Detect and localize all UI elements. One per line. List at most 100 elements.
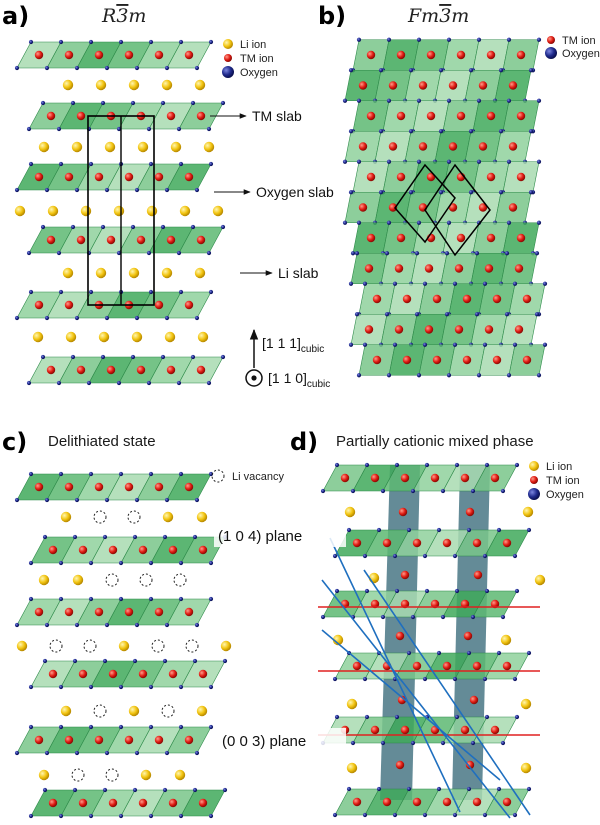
oxygen-ion (362, 553, 368, 559)
oxygen-ion (496, 527, 502, 533)
oxygen-ion (194, 315, 200, 321)
li-vacancy (71, 768, 85, 782)
tm-slab-label: TM slab (252, 108, 302, 124)
tm-ion (46, 235, 56, 245)
cubic-cell (424, 163, 491, 257)
oxygen-ion (348, 281, 354, 286)
legend-b-oxygen: Oxygen (562, 48, 600, 60)
oxygen-ion (104, 622, 110, 628)
oxygen-ion (134, 497, 140, 503)
oxygen-ion (438, 68, 444, 73)
oxygen-ion (416, 159, 422, 164)
oxygen-ion (452, 676, 458, 682)
tm-ion (382, 538, 392, 548)
tm-ion (48, 798, 58, 808)
tm-ion (108, 545, 118, 555)
oxygen-ion (160, 100, 166, 106)
oxygen-ion (506, 220, 512, 225)
tm-ion (448, 203, 458, 212)
tm-ion (154, 607, 164, 617)
tm-ion (358, 81, 368, 90)
oxygen-ion (118, 471, 124, 477)
oxygen-ion (440, 614, 446, 620)
tm-ion (370, 473, 380, 483)
oxygen-ion (190, 100, 196, 106)
oxygen-ion (436, 650, 442, 656)
li-ion (164, 331, 176, 343)
tm-ion (418, 81, 428, 90)
oxygen-ion (378, 190, 384, 195)
plane-104-line (321, 629, 501, 781)
oxygen-slab-label: Oxygen slab (256, 184, 334, 200)
oxygen-ion (444, 251, 450, 256)
tm-ion (442, 661, 452, 671)
oxygen-ion (500, 614, 506, 620)
tm-ion (48, 669, 58, 679)
oxygen-ion (468, 129, 474, 134)
oxygen-ion (14, 497, 20, 503)
tm-ion (478, 142, 488, 151)
tm-ion (426, 111, 436, 121)
oxygen-ion (74, 65, 80, 71)
oxygen-ion (28, 684, 34, 690)
oxygen-ion (116, 126, 122, 132)
plane-003-label: (0 0 3) plane (222, 733, 306, 750)
oxygen-ion (380, 740, 386, 746)
oxygen-ion (470, 740, 476, 746)
oxygen-ion (116, 380, 122, 386)
oxygen-ion (72, 658, 78, 664)
oxygen-ion (70, 354, 76, 360)
li-ion (534, 574, 546, 586)
oxygen-ion (348, 129, 354, 134)
panel-a-space-group: R3m (101, 5, 146, 27)
oxygen-ion (178, 684, 184, 690)
oxygen-ion (208, 813, 214, 819)
tm-ion (456, 111, 466, 121)
oxygen-ion (332, 553, 338, 559)
tm-ion (460, 725, 470, 735)
panel-b-structure (342, 37, 548, 378)
tm-ion (154, 482, 164, 492)
tm-ion (424, 325, 434, 334)
li-ion (95, 267, 107, 279)
oxygen-ion (500, 740, 506, 746)
oxygen-ion (408, 68, 414, 73)
tm-ion (352, 661, 362, 671)
tm-ion (136, 235, 146, 245)
oxygen-ion (438, 129, 444, 134)
li-ion (113, 205, 125, 217)
oxygen-ion (192, 658, 198, 664)
oxygen-ion (100, 224, 106, 230)
oxygen-ion (130, 100, 136, 106)
oxygen-ion (44, 315, 50, 321)
tm-ion (46, 111, 56, 121)
li-ion (128, 79, 140, 91)
oxygen-ion (118, 560, 124, 566)
oxygen-ion (194, 65, 200, 71)
oxygen-ion (542, 342, 548, 347)
li-ion (194, 79, 206, 91)
tm-ion (34, 482, 44, 492)
tm-ion (198, 545, 208, 555)
tm-ion (76, 235, 86, 245)
tm-ion (34, 607, 44, 617)
tm-ion (34, 300, 44, 310)
tm-ion (490, 599, 500, 609)
oxygen-ion (118, 596, 124, 602)
legend-li-icon (529, 461, 539, 471)
oxygen-ion (512, 676, 518, 682)
oxygen-ion (118, 813, 124, 819)
li-ion (170, 141, 182, 153)
tm-ion (456, 50, 466, 60)
oxygen-ion (378, 129, 384, 134)
oxygen-ion (342, 220, 348, 225)
tm-ion (364, 325, 374, 334)
oxygen-ion (72, 534, 78, 540)
oxygen-ion (414, 312, 420, 317)
oxygen-ion (474, 251, 480, 256)
oxygen-ion (384, 312, 390, 317)
oxygen-ion (414, 251, 420, 256)
tm-ion (198, 798, 208, 808)
oxygen-ion (536, 373, 542, 378)
oxygen-ion (512, 812, 518, 818)
